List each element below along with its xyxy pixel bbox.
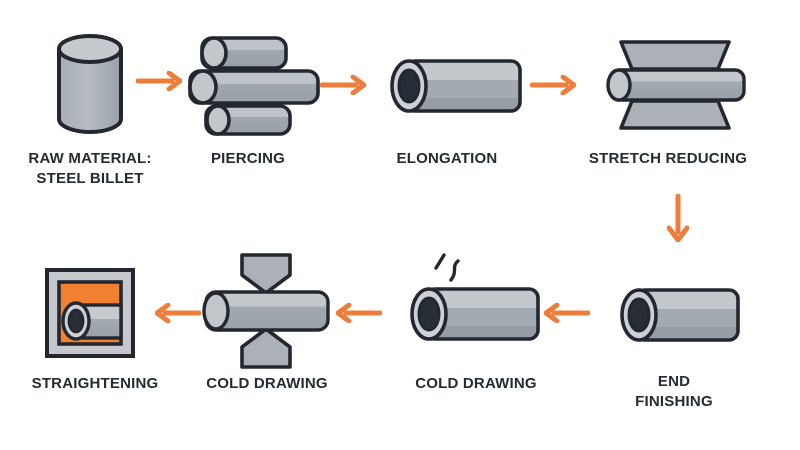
step-label-end-finishing: END FINISHING (635, 373, 713, 410)
steel-billet-cylinder-icon (57, 34, 123, 134)
step-label-cold-drawing-2: COLD DRAWING (206, 375, 328, 392)
step-label-straightening: STRAIGHTENING (31, 375, 159, 392)
tube-in-orange-frame-icon (45, 268, 135, 358)
tube-pressed-by-dies-icon (202, 253, 330, 369)
heat-mark-icon (449, 259, 460, 282)
heat-mark-icon (434, 253, 446, 270)
hollow-tube-icon (390, 59, 522, 113)
flow-arrow-left-icon (544, 303, 590, 323)
step-label-cold-drawing-1: COLD DRAWING (415, 375, 537, 392)
step-label-piercing: PIERCING (210, 150, 286, 167)
flow-arrow-right-icon (136, 71, 182, 91)
flow-arrow-left-icon (155, 303, 201, 323)
step-label-elongation: ELONGATION (396, 150, 498, 167)
flow-arrow-right-icon (530, 75, 576, 95)
piercing-rollers-icon (188, 36, 320, 136)
flow-arrow-left-icon (336, 303, 382, 323)
flow-arrow-down-icon (667, 194, 689, 242)
tube-with-heat-marks-icon (410, 253, 540, 341)
tube-between-dies-icon (606, 40, 746, 130)
hollow-tube-icon (620, 288, 740, 342)
step-label-stretch-reducing: STRETCH REDUCING (588, 150, 748, 167)
step-label-raw-material: RAW MATERIAL: STEEL BILLET (28, 150, 152, 187)
flow-arrow-right-icon (320, 75, 366, 95)
